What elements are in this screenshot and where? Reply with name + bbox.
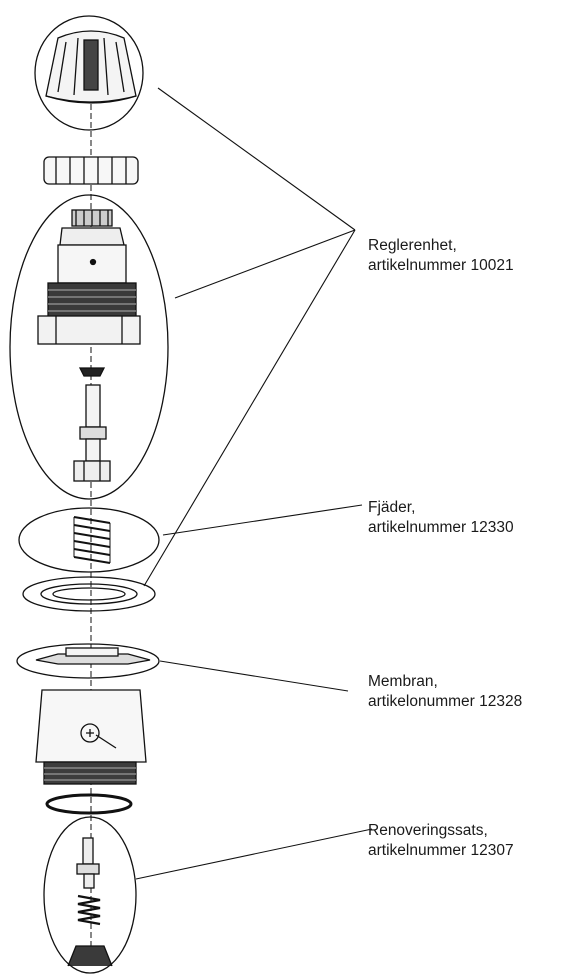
spring-part (73, 516, 111, 564)
callout-renovation-kit: Renoveringssats, artikelnummer 12307 (368, 821, 514, 861)
callout-regulator: Reglerenhet, artikelnummer 10021 (368, 236, 514, 276)
callout-renovation-kit-name: Renoveringssats, (368, 822, 488, 839)
membrane-part (35, 647, 151, 665)
highlight-knob (34, 15, 144, 131)
callout-regulator-name: Reglerenhet, (368, 237, 457, 254)
callout-renovation-kit-article: artikelnummer 12307 (368, 842, 514, 859)
highlight-membrane (16, 643, 160, 679)
renovation-kit-part (67, 837, 113, 967)
highlight-ring (22, 576, 156, 612)
callout-membrane-article: artikelonummer 12328 (368, 693, 523, 710)
highlight-spring (18, 507, 160, 573)
leader-lines (135, 87, 373, 880)
callout-membrane: Membran, artikelonummer 12328 (368, 672, 522, 712)
highlight-renovation-kit (43, 816, 137, 974)
highlight-regulator (9, 194, 169, 500)
regulator-unit-part (37, 209, 141, 482)
callout-regulator-article: artikelnummer 10021 (368, 257, 514, 274)
flat-ring-part (40, 583, 138, 605)
callout-spring: Fjäder, artikelnummer 12330 (368, 498, 514, 538)
locking-ring-part (43, 156, 139, 185)
callout-membrane-name: Membran, (368, 673, 438, 690)
knob-cap-part (45, 30, 137, 104)
callout-spring-article: artikelnummer 12330 (368, 519, 514, 536)
o-ring-part (45, 793, 133, 815)
callout-spring-name: Fjäder, (368, 499, 416, 516)
valve-body-part (35, 689, 147, 785)
